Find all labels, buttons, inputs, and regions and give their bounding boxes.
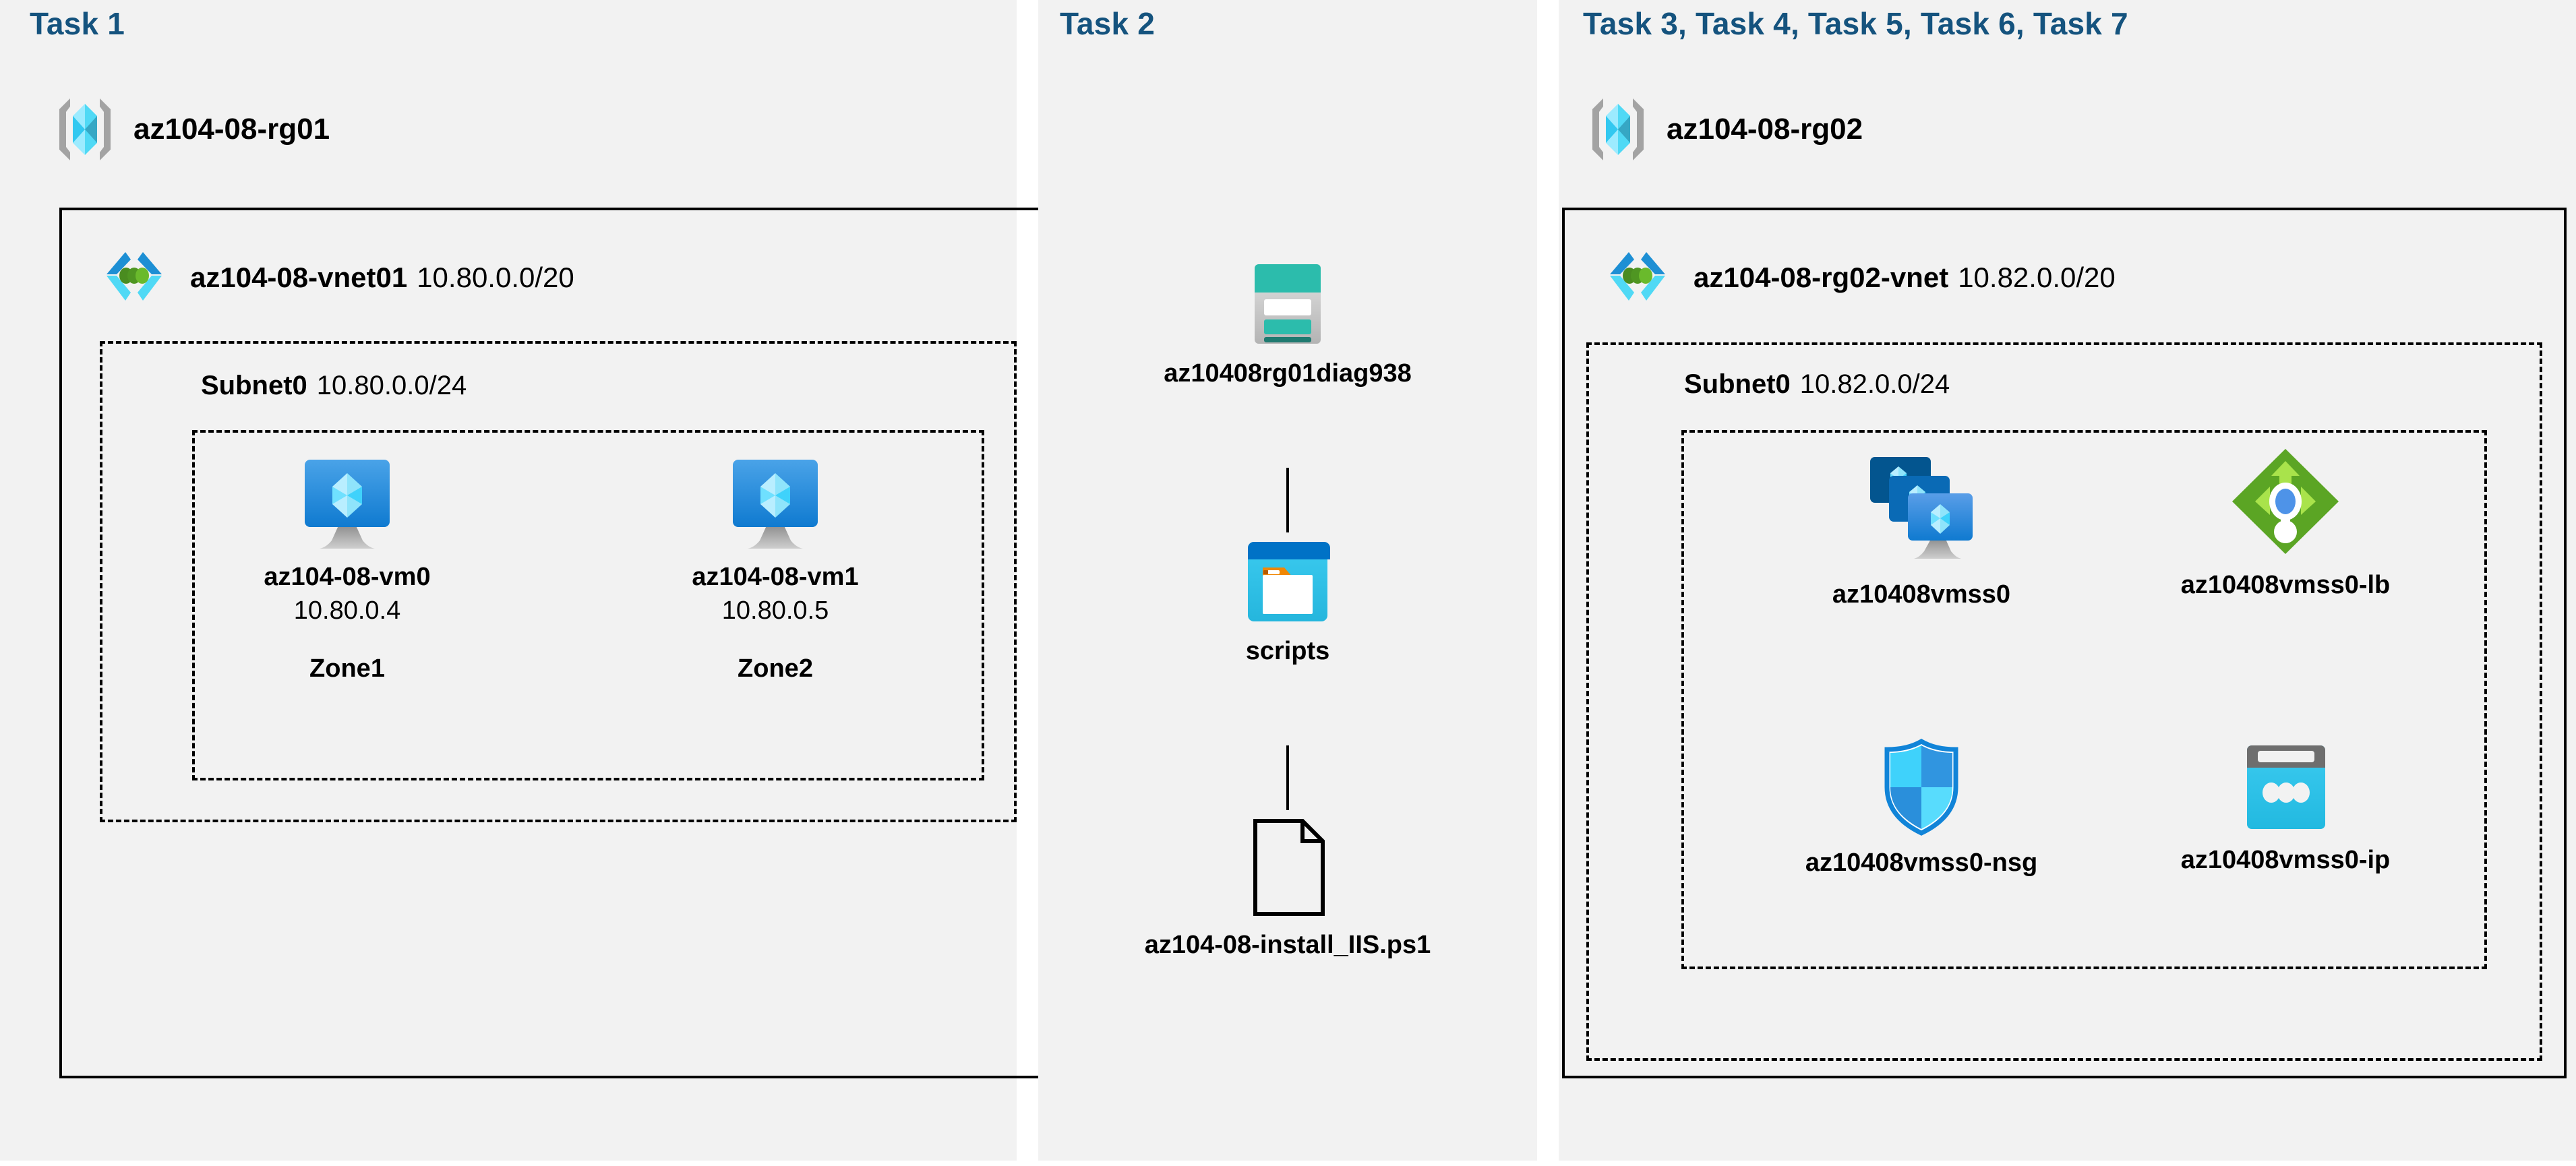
task1-resource-group: az104-08-rg01	[51, 94, 330, 164]
vm0-zone: Zone1	[309, 654, 385, 683]
task3-resource-group-name: az104-08-rg02	[1667, 113, 1863, 146]
task3-resources-box	[1681, 430, 2487, 969]
public-ip-name: az10408vmss0-ip	[2180, 846, 2391, 874]
vm0-ip: 10.80.0.4	[293, 596, 401, 625]
script-file-icon	[1240, 817, 1335, 918]
task1-panel	[0, 0, 1017, 1161]
virtual-machine-icon	[725, 456, 826, 550]
virtual-network-icon	[1599, 243, 1676, 313]
network-security-group-icon	[1878, 737, 1965, 836]
vm0-name: az104-08-vm0	[264, 563, 431, 591]
task1-vnet-text: az104-08-vnet01 10.80.0.0/20	[190, 262, 574, 294]
task1-vnet-name: az104-08-vnet01	[190, 262, 408, 293]
task3-vnet-header: az104-08-rg02-vnet 10.82.0.0/20	[1599, 243, 2116, 313]
resource-group-icon	[1584, 94, 1652, 164]
storage-node-az10408rg01diag938[interactable]: az10408rg01diag938	[1106, 262, 1470, 390]
vmss-name: az10408vmss0	[1832, 580, 2011, 609]
blob-container-node-scripts[interactable]: scripts	[1193, 539, 1382, 668]
task1-subnet-header: Subnet0 10.80.0.0/24	[201, 371, 467, 401]
public-ip-address-icon	[2238, 741, 2333, 833]
blob-container-name: scripts	[1245, 637, 1330, 665]
public-ip-node[interactable]: az10408vmss0-ip	[2144, 741, 2427, 877]
storage-account-name: az10408rg01diag938	[1164, 359, 1412, 388]
task3-subnet-header: Subnet0 10.82.0.0/24	[1684, 369, 1950, 400]
task3-subnet-box	[1586, 342, 2542, 1061]
task1-subnet-cidr: 10.80.0.0/24	[316, 371, 467, 400]
task3-label: Task 3, Task 4, Task 5, Task 6, Task 7	[1583, 6, 2128, 41]
vm-node-az104-08-vm0[interactable]: az104-08-vm0 10.80.0.4 Zone1	[256, 456, 438, 683]
task1-vnet-cidr: 10.80.0.0/20	[417, 262, 574, 293]
resource-group-icon	[51, 94, 119, 164]
storage-account-icon	[1244, 262, 1331, 346]
task1-subnet-name: Subnet0	[201, 371, 307, 400]
vm-node-az104-08-vm1[interactable]: az104-08-vm1 10.80.0.5 Zone2	[684, 456, 866, 683]
nsg-name: az10408vmss0-nsg	[1805, 849, 2038, 877]
vmss-node-az10408vmss0[interactable]: az10408vmss0	[1807, 452, 2036, 611]
blob-container-icon	[1245, 539, 1330, 624]
connector-storage-to-scripts	[1286, 468, 1289, 532]
virtual-network-icon	[96, 243, 173, 313]
vm1-name: az104-08-vm1	[692, 563, 859, 591]
load-balancer-name: az10408vmss0-lb	[2180, 571, 2391, 599]
task3-resource-group: az104-08-rg02	[1584, 94, 1863, 164]
task1-label: Task 1	[30, 6, 125, 41]
task3-vnet-cidr: 10.82.0.0/20	[1958, 262, 2116, 293]
connector-scripts-to-file	[1286, 745, 1289, 810]
task1-subnet-box	[100, 341, 1017, 822]
task3-vnet-name: az104-08-rg02-vnet	[1694, 262, 1949, 293]
vm1-zone: Zone2	[738, 654, 813, 683]
task3-vnet-text: az104-08-rg02-vnet 10.82.0.0/20	[1694, 262, 2116, 294]
nsg-node[interactable]: az10408vmss0-nsg	[1753, 737, 2090, 880]
task1-resource-group-name: az104-08-rg01	[133, 113, 330, 146]
task3-subnet-name: Subnet0	[1684, 369, 1791, 399]
load-balancer-node[interactable]: az10408vmss0-lb	[2144, 445, 2427, 602]
script-file-node[interactable]: az104-08-install_IIS.ps1	[1085, 817, 1490, 962]
load-balancer-icon	[2228, 445, 2343, 558]
task3-subnet-cidr: 10.82.0.0/24	[1799, 369, 1950, 399]
task1-zone-box	[192, 430, 984, 780]
task3-vnet-box	[1562, 208, 2567, 1078]
task2-label: Task 2	[1060, 6, 1155, 41]
script-file-name: az104-08-install_IIS.ps1	[1144, 931, 1431, 959]
virtual-machine-icon	[297, 456, 398, 550]
vm1-ip: 10.80.0.5	[721, 596, 829, 625]
vm-scale-set-icon	[1861, 452, 1982, 567]
task1-vnet-header: az104-08-vnet01 10.80.0.0/20	[96, 243, 574, 313]
